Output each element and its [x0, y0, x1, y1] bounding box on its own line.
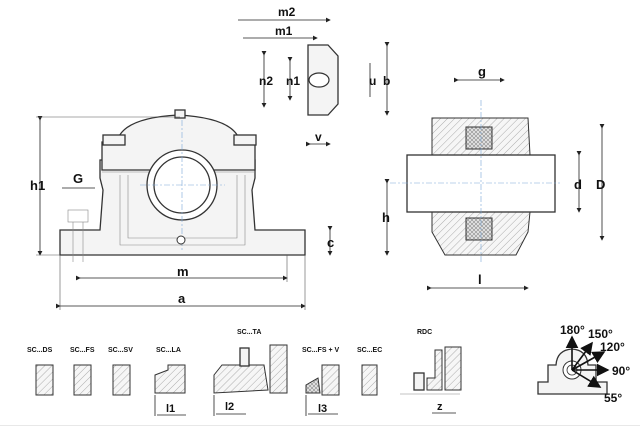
detail-slot [308, 72, 330, 88]
seal-fsv-lip [305, 377, 321, 394]
dim-l3: l3 [318, 403, 327, 415]
section-view: g d D h l [382, 64, 605, 291]
seal-fsv [321, 364, 340, 396]
seal-fs [73, 364, 92, 396]
load-arrow-120 [571, 351, 606, 371]
bearing-roller-bottom [465, 217, 493, 241]
seal-label-la: SC...LA [156, 347, 181, 354]
seal-variants: SC...DS SC...FS SC...SV SC...LA l1 SC...… [27, 329, 462, 416]
seal-la [154, 364, 186, 394]
drain-plug [176, 235, 186, 245]
dim-l1: l1 [166, 403, 175, 415]
dim-l2: l2 [225, 401, 234, 413]
seal-label-sv: SC...SV [108, 347, 133, 354]
seal-label-rdc: RDC [417, 329, 432, 336]
dim-g: g [478, 64, 486, 79]
seal-label-fs: SC...FS [70, 347, 95, 354]
dim-v: v [315, 130, 322, 144]
seal-ds [35, 364, 54, 396]
dim-u: u [369, 74, 376, 88]
angle-180: 180° [560, 323, 585, 337]
angle-150: 150° [588, 327, 613, 341]
load-directions: 180° 150° 120° 90° 55° [537, 323, 630, 405]
angle-120: 120° [600, 340, 625, 354]
seal-ec [361, 364, 378, 396]
bearing-roller-top [465, 126, 493, 150]
seal-label-fsv: SC...FS + V [302, 347, 339, 354]
seal-ta-housing [269, 344, 288, 394]
rdc-nut [413, 372, 425, 391]
dim-n1: n1 [286, 74, 300, 88]
load-arrow-55 [571, 369, 602, 388]
dim-b: b [383, 74, 390, 88]
angle-90: 90° [612, 364, 630, 378]
grease-nipple [174, 109, 186, 119]
dim-h1: h1 [30, 178, 45, 193]
detail-view: m2 m1 n2 n1 u b v [238, 5, 390, 147]
dim-h: h [382, 210, 390, 225]
seal-label-ds: SC...DS [27, 347, 53, 354]
load-arrow-150 [571, 341, 593, 371]
dim-m1: m1 [275, 24, 293, 38]
dim-G: G [73, 171, 83, 186]
dim-c: c [327, 235, 334, 250]
dim-m: m [177, 264, 189, 279]
dim-l: l [478, 272, 482, 287]
seal-label-ec: SC...EC [357, 347, 382, 354]
front-view: h1 G c m a [30, 109, 334, 310]
dim-a: a [178, 291, 186, 306]
foot-bolt [67, 209, 89, 223]
rdc-housing [444, 346, 462, 391]
seal-ta-nipple [239, 347, 250, 367]
rdc-ring [426, 349, 443, 391]
dim-d: d [574, 177, 582, 192]
dim-z: z [437, 401, 443, 413]
seal-sv [112, 364, 131, 396]
dim-D: D [596, 177, 605, 192]
angle-55: 55° [604, 391, 622, 405]
seal-ta [213, 364, 269, 394]
cap-bolt-right [233, 134, 257, 146]
dim-m2: m2 [278, 5, 296, 19]
dim-n2: n2 [259, 74, 273, 88]
seal-label-ta: SC...TA [237, 329, 261, 336]
cap-bolt-left [102, 134, 126, 146]
bottom-divider [0, 425, 640, 426]
